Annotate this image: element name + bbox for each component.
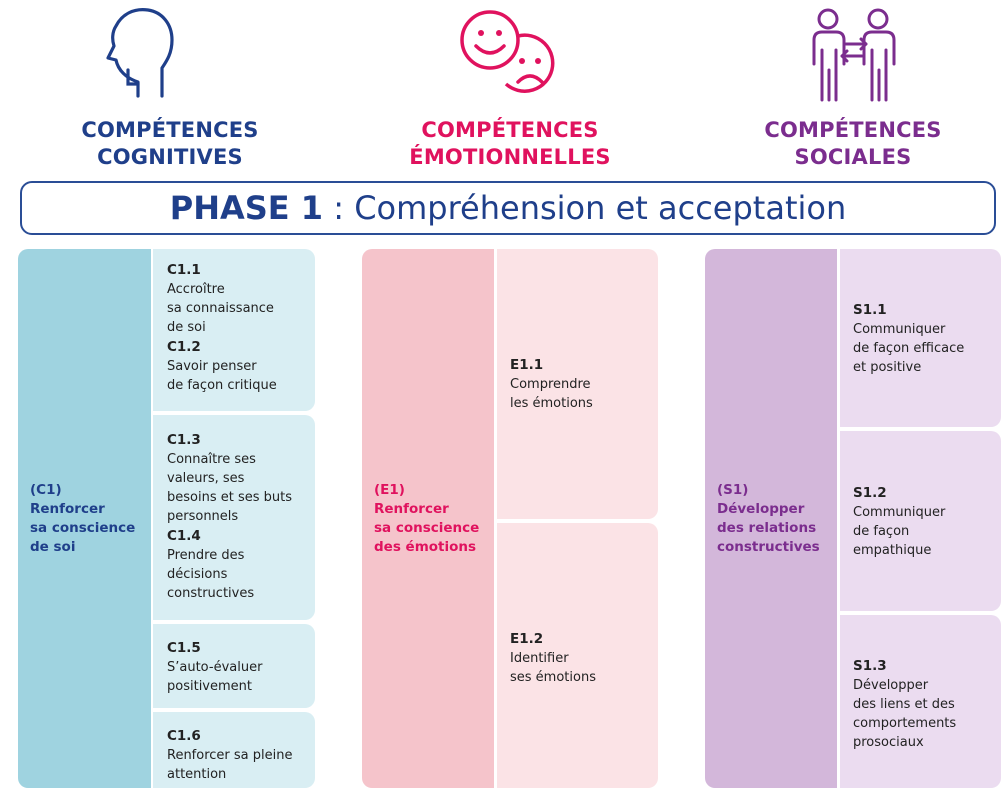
- two-people-exchange-icon: [812, 8, 896, 102]
- social-cell-3: S1.3 Développer des liens et des comport…: [840, 615, 1001, 788]
- emotional-main-line: sa conscience: [374, 519, 480, 536]
- category-title-social: COMPÉTENCES SOCIALES: [764, 118, 942, 169]
- social-main-code: (S1): [717, 481, 749, 498]
- competence-c1-6: C1.6 Renforcer sa pleine attention: [167, 728, 293, 782]
- phase-label: PHASE 1: [169, 189, 324, 227]
- cognitive-main-block: (C1) Renforcer sa conscience de soi: [18, 249, 151, 788]
- cognitive-cell-2: C1.3 Connaître ses valeurs, ses besoins …: [153, 415, 315, 620]
- cognitive-cell-1: C1.1 Accroître sa connaissance de soi C1…: [153, 249, 315, 411]
- category-title-emotional: COMPÉTENCES ÉMOTIONNELLES: [409, 118, 611, 169]
- emotional-cell-1: E1.1 Comprendre les émotions: [497, 249, 658, 519]
- category-title-cognitive: COMPÉTENCES COGNITIVES: [81, 118, 259, 169]
- emotional-main-block: (E1) Renforcer sa conscience des émotion…: [362, 249, 494, 788]
- head-profile-icon: [106, 8, 174, 98]
- cognitive-main-line: Renforcer: [30, 500, 105, 517]
- emotional-main-line: Renforcer: [374, 500, 449, 517]
- cognitive-cell-4: C1.6 Renforcer sa pleine attention: [153, 712, 315, 788]
- emotional-main-line: des émotions: [374, 538, 477, 555]
- emotional-main-code: (E1): [374, 481, 405, 498]
- cognitive-main-line: de soi: [30, 538, 76, 555]
- competence-s1-3: S1.3 Développer des liens et des comport…: [853, 658, 957, 750]
- social-main-line: Développer: [717, 500, 805, 517]
- social-main-line: constructives: [717, 538, 820, 555]
- phase-separator: :: [323, 189, 355, 227]
- competence-s1-2: S1.2 Communiquer de façon empathique: [853, 485, 946, 558]
- emotional-cell-2: E1.2 Identifier ses émotions: [497, 523, 658, 788]
- competence-s1-1: S1.1 Communiquer de façon efficace et po…: [853, 302, 965, 375]
- competence-e1-2: E1.2 Identifier ses émotions: [510, 631, 596, 685]
- cognitive-cell-3: C1.5 S’auto-évaluer positivement: [153, 624, 315, 708]
- cognitive-main-line: sa conscience: [30, 519, 136, 536]
- happy-sad-faces-icon: [460, 10, 555, 93]
- phase-title: Compréhension et acceptation: [354, 189, 847, 227]
- competence-c1-5: C1.5 S’auto-évaluer positivement: [167, 640, 263, 694]
- social-cell-2: S1.2 Communiquer de façon empathique: [840, 431, 1001, 611]
- social-main-block: (S1) Développer des relations constructi…: [705, 249, 837, 788]
- competence-c1-4: C1.4 Prendre des décisions constructives: [167, 528, 255, 601]
- competence-c1-1: C1.1 Accroître sa connaissance de soi: [167, 262, 274, 335]
- competence-c1-3: C1.3 Connaître ses valeurs, ses besoins …: [167, 432, 292, 524]
- cognitive-main-code: (C1): [30, 481, 62, 498]
- competence-e1-1: E1.1 Comprendre les émotions: [510, 357, 593, 411]
- competence-c1-2: C1.2 Savoir penser de façon critique: [167, 339, 277, 393]
- social-main-line: des relations: [717, 519, 817, 536]
- social-cell-1: S1.1 Communiquer de façon efficace et po…: [840, 249, 1001, 427]
- phase-banner: PHASE 1 : Compréhension et acceptation: [20, 181, 996, 235]
